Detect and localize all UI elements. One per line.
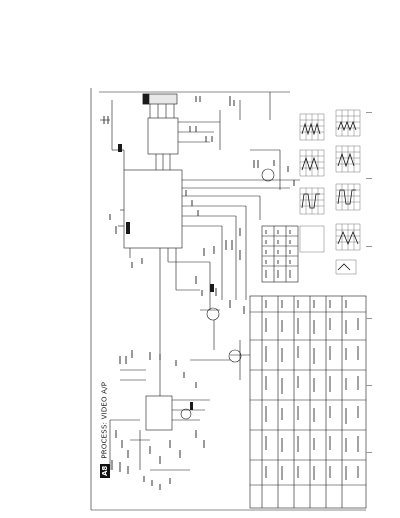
margin-mark	[366, 246, 372, 247]
transistor-q1	[261, 168, 275, 182]
margin-mark	[366, 112, 372, 113]
upper-ic-block	[147, 117, 179, 155]
transistor-q4	[180, 408, 192, 420]
transistor-q2	[206, 307, 220, 321]
voltage-table	[249, 295, 367, 509]
sheet-badge: A8	[99, 463, 110, 478]
main-ic-block	[123, 169, 183, 249]
spec-table-small	[261, 225, 299, 283]
margin-mark	[366, 452, 372, 453]
connector-badge	[142, 93, 150, 105]
sheet-title: PROCESS: VIDEO A/P	[100, 381, 109, 459]
waveform-grids	[299, 109, 361, 275]
margin-mark	[366, 318, 372, 319]
sheet-title-block: A8 PROCESS: VIDEO A/P	[94, 382, 110, 478]
margin-mark	[366, 385, 372, 386]
lower-ic-block	[145, 395, 173, 431]
transistor-q3	[228, 349, 242, 363]
margin-mark	[366, 178, 372, 179]
